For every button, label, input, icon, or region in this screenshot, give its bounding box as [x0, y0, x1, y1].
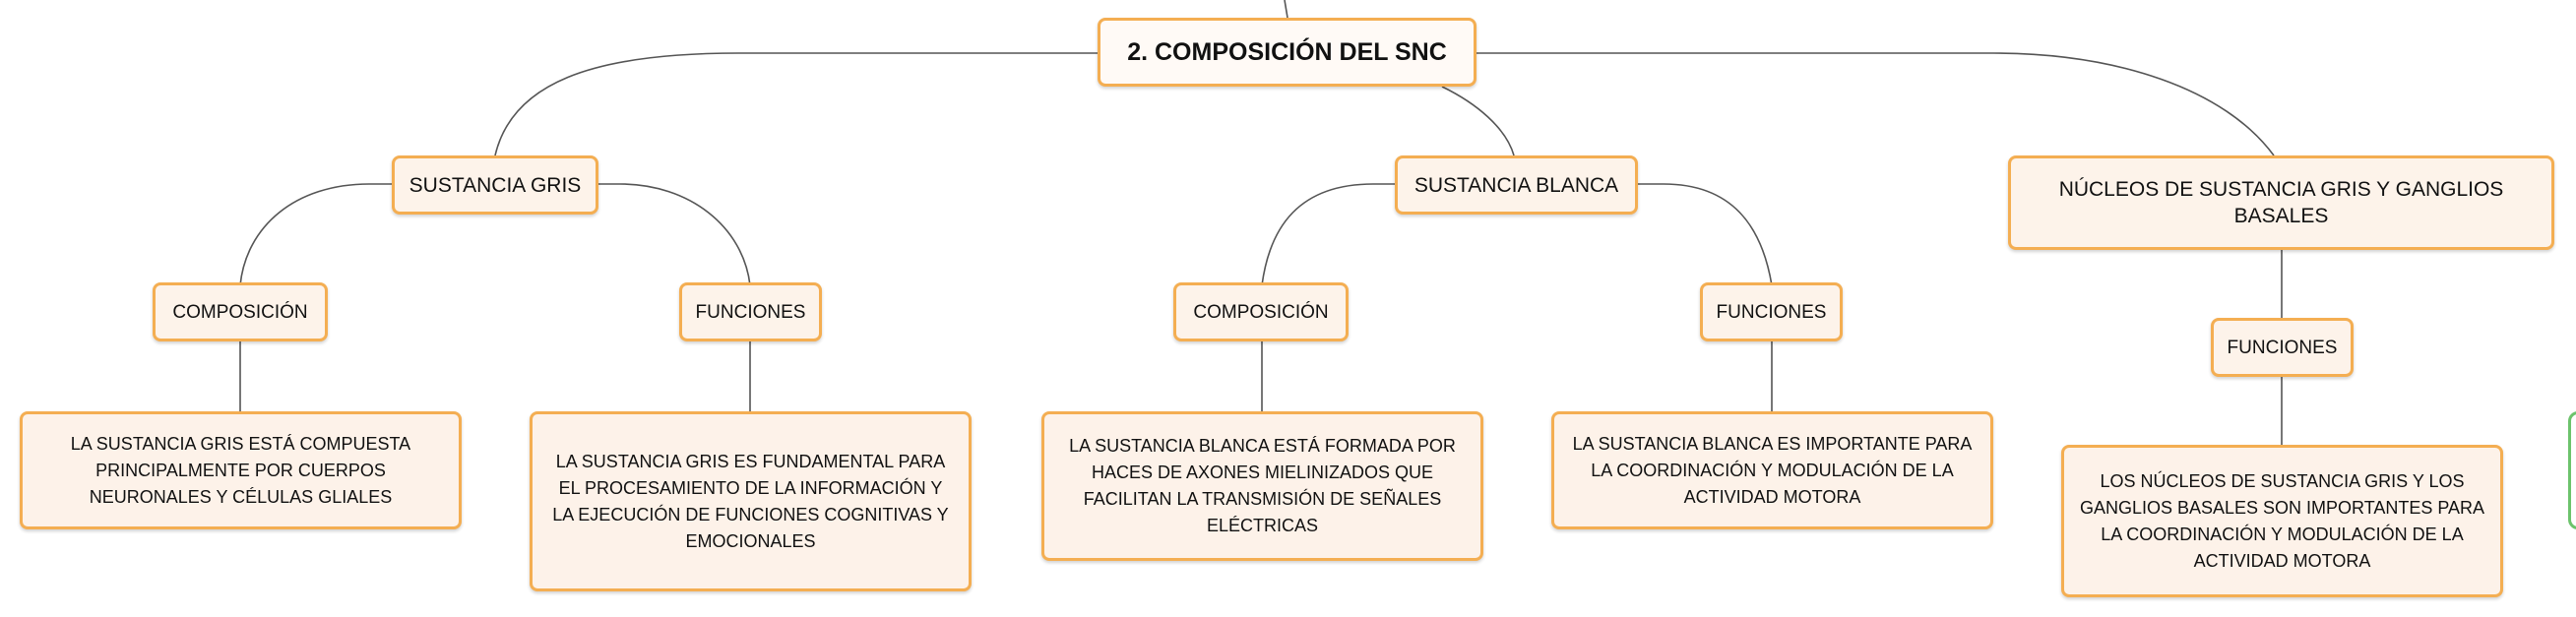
connector-blanca-funciones [1638, 183, 1773, 286]
branch-nucleos-label: NÚCLEOS DE SUSTANCIA GRIS Y GANGLIOS BAS… [2058, 178, 2504, 227]
blanca-composicion-text: LA SUSTANCIA BLANCA ESTÁ FORMADA POR HAC… [1069, 436, 1456, 535]
connector-root-blanca [1441, 86, 1515, 156]
root-label: 2. COMPOSICIÓN DEL SNC [1127, 37, 1447, 66]
branch-sustancia-gris-label: SUSTANCIA GRIS [408, 173, 582, 197]
gris-funciones-text: LA SUSTANCIA GRIS ES FUNDAMENTAL PARA EL… [552, 451, 949, 551]
blanca-funciones-leaf[interactable]: LA SUSTANCIA BLANCA ES IMPORTANTE PARA L… [1551, 411, 1993, 529]
root-node[interactable]: 2. COMPOSICIÓN DEL SNC [1098, 18, 1476, 87]
blanca-composicion-leaf[interactable]: LA SUSTANCIA BLANCA ESTÁ FORMADA POR HAC… [1041, 411, 1483, 561]
blanca-funciones-label: FUNCIONES [1716, 301, 1827, 323]
connector-gris-composicion [239, 183, 392, 286]
blanca-funciones-node[interactable]: FUNCIONES [1700, 282, 1843, 341]
gris-funciones-label: FUNCIONES [695, 301, 806, 323]
branch-sustancia-gris[interactable]: SUSTANCIA GRIS [392, 155, 598, 215]
nucleos-funciones-node[interactable]: FUNCIONES [2211, 318, 2354, 377]
gris-funciones-leaf[interactable]: LA SUSTANCIA GRIS ES FUNDAMENTAL PARA EL… [530, 411, 972, 591]
connector-root-nucleos [1476, 52, 2275, 156]
blanca-composicion-label: COMPOSICIÓN [1193, 301, 1329, 323]
connector-root-gris [494, 52, 1098, 156]
branch-sustancia-blanca-label: SUSTANCIA BLANCA [1414, 173, 1619, 197]
connector-root-incoming [1284, 0, 1288, 19]
offscreen-node-edge [2568, 411, 2576, 529]
nucleos-funciones-leaf[interactable]: LOS NÚCLEOS DE SUSTANCIA GRIS Y LOS GANG… [2061, 445, 2503, 597]
connector-gris-funciones [597, 183, 751, 286]
nucleos-funciones-label: FUNCIONES [2227, 337, 2338, 358]
gris-composicion-label: COMPOSICIÓN [172, 301, 308, 323]
nucleos-funciones-text: LOS NÚCLEOS DE SUSTANCIA GRIS Y LOS GANG… [2079, 470, 2485, 571]
gris-composicion-leaf[interactable]: LA SUSTANCIA GRIS ESTÁ COMPUESTA PRINCIP… [20, 411, 462, 529]
branch-sustancia-blanca[interactable]: SUSTANCIA BLANCA [1395, 155, 1638, 215]
branch-nucleos[interactable]: NÚCLEOS DE SUSTANCIA GRIS Y GANGLIOS BAS… [2008, 155, 2554, 250]
blanca-composicion-node[interactable]: COMPOSICIÓN [1173, 282, 1349, 341]
gris-funciones-node[interactable]: FUNCIONES [679, 282, 822, 341]
gris-composicion-text: LA SUSTANCIA GRIS ESTÁ COMPUESTA PRINCIP… [70, 433, 411, 507]
blanca-funciones-text: LA SUSTANCIA BLANCA ES IMPORTANTE PARA L… [1572, 433, 1973, 507]
connector-blanca-composicion [1261, 183, 1395, 286]
gris-composicion-node[interactable]: COMPOSICIÓN [153, 282, 328, 341]
